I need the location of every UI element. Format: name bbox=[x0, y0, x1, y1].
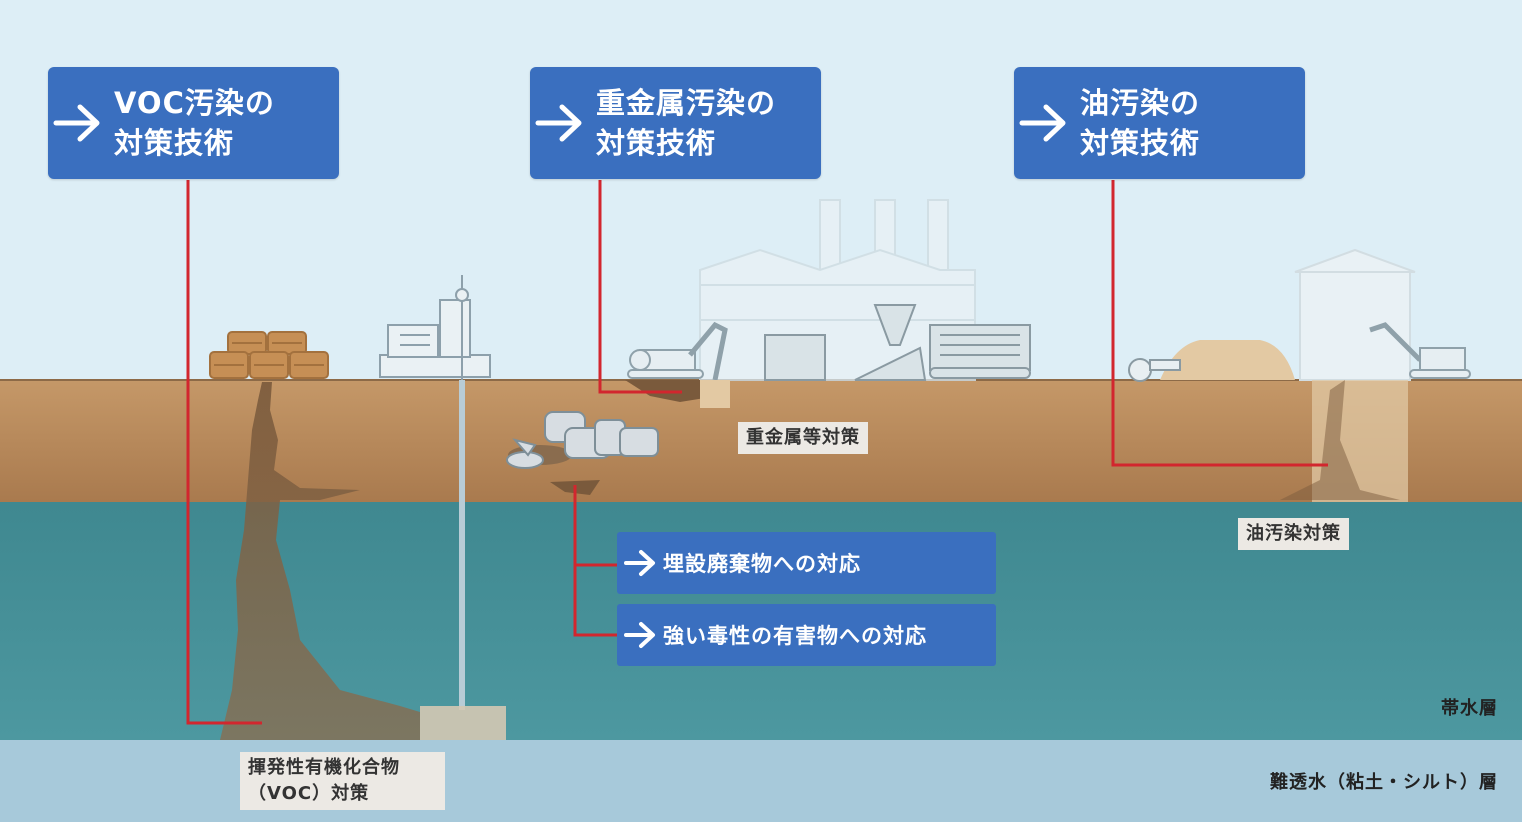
excavator-1 bbox=[627, 321, 728, 381]
voc-measure-label: 揮発性有機化合物 （VOC）対策 bbox=[240, 752, 445, 810]
excavator-2 bbox=[1369, 322, 1471, 379]
drilling-rig bbox=[379, 275, 491, 380]
roller bbox=[1128, 358, 1181, 382]
heavy-metal-excavation bbox=[700, 380, 730, 408]
arrow-right-icon bbox=[535, 104, 582, 142]
oil-countermeasure-button[interactable]: 油汚染の 対策技術 bbox=[1014, 67, 1305, 179]
factory-equipment bbox=[764, 304, 1031, 381]
soil-mound bbox=[1160, 340, 1295, 380]
arrow-right-icon bbox=[624, 622, 655, 648]
well-screen bbox=[420, 706, 506, 740]
oil-measure-label: 油汚染対策 bbox=[1238, 518, 1349, 550]
oil-button-label: 油汚染の 対策技術 bbox=[1080, 86, 1201, 160]
oil-contamination bbox=[1280, 380, 1400, 500]
arrow-right-icon bbox=[1019, 104, 1066, 142]
well-pipe bbox=[459, 380, 465, 710]
heavy-metal-measure-label: 重金属等対策 bbox=[738, 422, 868, 454]
voc-plume bbox=[220, 382, 420, 740]
arrow-right-icon bbox=[624, 550, 655, 576]
storage-tank bbox=[1294, 248, 1416, 381]
toxic-substance-button[interactable]: 強い毒性の有害物への対応 bbox=[617, 604, 996, 666]
aquitard-label: 難透水（粘土・シルト）層 bbox=[1270, 772, 1498, 793]
heavy-metal-countermeasure-button[interactable]: 重金属汚染の 対策技術 bbox=[530, 67, 821, 179]
voc-countermeasure-button[interactable]: VOC汚染の 対策技術 bbox=[48, 67, 339, 179]
heavy-metal-button-label: 重金属汚染の 対策技術 bbox=[596, 86, 777, 160]
toxic-substance-label: 強い毒性の有害物への対応 bbox=[663, 624, 927, 648]
voc-button-label: VOC汚染の 対策技術 bbox=[114, 86, 275, 160]
arrow-right-icon bbox=[53, 104, 100, 142]
buried-waste-button[interactable]: 埋設廃棄物への対応 bbox=[617, 532, 996, 594]
drum-stack bbox=[209, 331, 329, 379]
buried-waste bbox=[506, 411, 659, 469]
buried-waste-label: 埋設廃棄物への対応 bbox=[663, 552, 861, 576]
aquifer-label: 帯水層 bbox=[1441, 698, 1498, 719]
leader-lines bbox=[186, 180, 1328, 725]
